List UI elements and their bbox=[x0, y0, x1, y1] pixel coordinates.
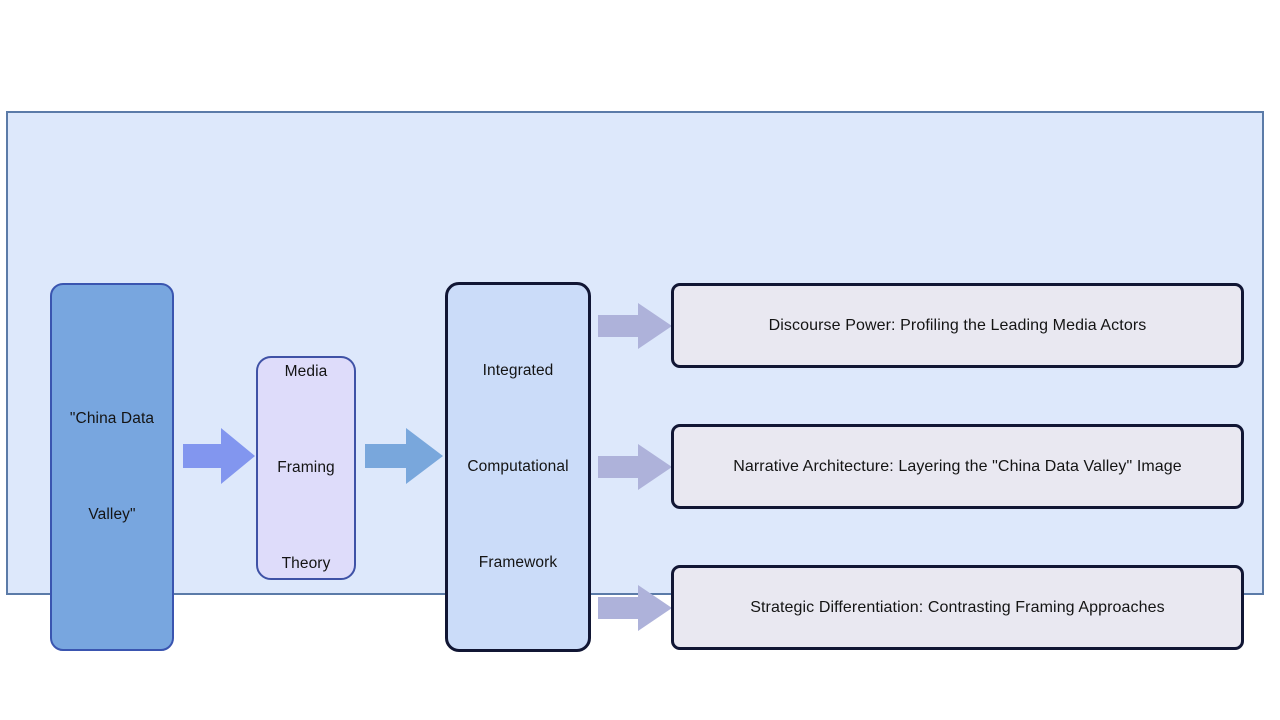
node-outcome-strategic-differentiation[interactable]: Strategic Differentiation: Contrasting F… bbox=[671, 565, 1244, 650]
node-media-framing-theory[interactable]: Media Framing Theory bbox=[256, 356, 356, 580]
arrow-theory-to-framework-icon bbox=[365, 426, 443, 486]
node-media-framing-theory-label: Media Framing Theory bbox=[277, 363, 335, 572]
arrow-framework-to-outcome-3-icon bbox=[598, 584, 672, 632]
node-outcome-discourse-power[interactable]: Discourse Power: Profiling the Leading M… bbox=[671, 283, 1244, 368]
node-china-data-valley[interactable]: "China Data Valley" bbox=[50, 283, 174, 651]
arrow-framework-to-outcome-1-icon bbox=[598, 302, 672, 350]
node-outcome-strategic-differentiation-label: Strategic Differentiation: Contrasting F… bbox=[750, 598, 1165, 616]
node-outcome-discourse-power-label: Discourse Power: Profiling the Leading M… bbox=[768, 316, 1147, 334]
diagram-container: "China Data Valley" Media Framing Theory… bbox=[6, 111, 1264, 652]
node-integrated-computational-framework-label: Integrated Computational Framework bbox=[467, 362, 569, 571]
node-outcome-narrative-architecture-label: Narrative Architecture: Layering the "Ch… bbox=[733, 457, 1182, 475]
node-integrated-computational-framework[interactable]: Integrated Computational Framework bbox=[445, 282, 591, 652]
node-china-data-valley-label: "China Data Valley" bbox=[69, 410, 155, 523]
arrow-source-to-theory-icon bbox=[183, 426, 255, 486]
arrow-framework-to-outcome-2-icon bbox=[598, 443, 672, 491]
node-outcome-narrative-architecture[interactable]: Narrative Architecture: Layering the "Ch… bbox=[671, 424, 1244, 509]
